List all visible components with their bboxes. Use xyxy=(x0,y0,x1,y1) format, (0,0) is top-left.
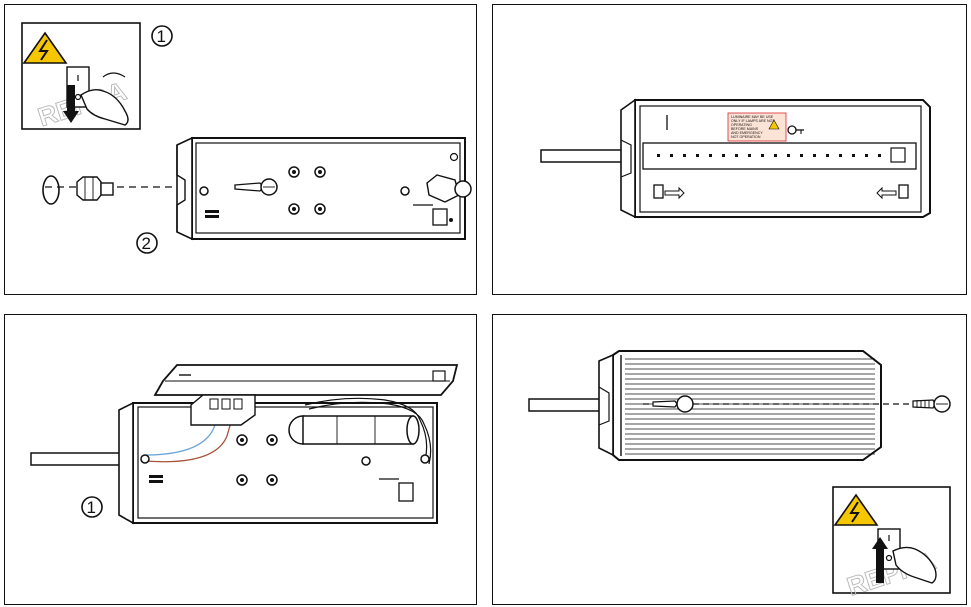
knockout-holes xyxy=(140,434,430,486)
led-dot xyxy=(722,154,725,157)
warning-high-voltage-icon xyxy=(768,119,780,130)
led-dot xyxy=(696,154,699,157)
wall-plug-screw-right xyxy=(413,174,472,226)
step-panel-remove-cover-mount: REPRA 1 2 xyxy=(4,4,477,295)
wiring-diagram: 1 xyxy=(30,364,459,525)
svg-text:OPERATING: OPERATING xyxy=(731,123,752,127)
svg-text:ONLY IF LAMPS ARE NOT: ONLY IF LAMPS ARE NOT xyxy=(731,119,775,123)
clip-release-right xyxy=(876,184,909,200)
warning-high-voltage-icon xyxy=(22,31,68,64)
led-dots xyxy=(657,154,881,157)
battery-pack xyxy=(288,415,420,445)
power-on-warning-box: REPRA xyxy=(832,486,951,602)
step-panel-wiring: 1 xyxy=(4,314,477,605)
led-dot xyxy=(774,154,777,157)
led-dot xyxy=(748,154,751,157)
svg-text:1: 1 xyxy=(87,498,96,517)
wire-blue xyxy=(144,404,224,456)
svg-text:LUMINAIRE MAY BE USE: LUMINAIRE MAY BE USE xyxy=(731,115,774,119)
svg-text:1: 1 xyxy=(157,27,166,46)
diffuser-lid xyxy=(153,364,459,396)
led-dot xyxy=(670,154,673,157)
clip-right xyxy=(379,478,414,502)
supply-cable xyxy=(30,452,127,466)
diffuser-diagram: LUMINAIRE MAY BE USE ONLY IF LAMPS ARE N… xyxy=(540,98,931,219)
led-dot xyxy=(813,154,816,157)
led-dot xyxy=(735,154,738,157)
callout-1: 1 xyxy=(81,496,103,518)
svg-text:NOT OPERATION: NOT OPERATION xyxy=(731,135,761,139)
seal-washer xyxy=(42,175,60,205)
led-strip xyxy=(642,142,917,170)
warning-high-voltage-icon xyxy=(833,493,879,526)
cable-gland xyxy=(76,176,114,201)
screw-hole-icon xyxy=(449,152,459,162)
wire-brown xyxy=(144,407,236,463)
led-dot xyxy=(787,154,790,157)
closing-diagram: REPRA xyxy=(528,350,951,602)
cover-screw-left xyxy=(652,395,694,413)
luminaire-open xyxy=(30,364,459,525)
luminaire-base-housing xyxy=(176,136,472,241)
led-dot xyxy=(852,154,855,157)
supply-cable xyxy=(540,149,634,163)
luminaire-closed: LUMINAIRE MAY BE USE ONLY IF LAMPS ARE N… xyxy=(540,98,931,219)
key-icon xyxy=(787,125,804,135)
step-panel-close-power-on: REPRA xyxy=(492,314,967,605)
led-dot xyxy=(826,154,829,157)
wall-plug-screw xyxy=(234,178,278,196)
warning-label: LUMINAIRE MAY BE USE ONLY IF LAMPS ARE N… xyxy=(727,112,787,142)
mounting-diagram: REPRA 1 2 xyxy=(21,22,472,254)
clip-release-left xyxy=(653,184,685,200)
svg-text:BEFORE MAINS: BEFORE MAINS xyxy=(731,127,759,131)
led-dot xyxy=(683,154,686,157)
led-dot xyxy=(839,154,842,157)
callout-1: 1 xyxy=(151,25,173,47)
led-dot xyxy=(709,154,712,157)
luminaire-closed-ribbed xyxy=(528,350,951,461)
terminal-block xyxy=(190,394,256,426)
led-dot xyxy=(800,154,803,157)
knockout-holes xyxy=(199,166,410,215)
cover-screw-right xyxy=(912,395,951,413)
svg-text:AND EMERGENCY: AND EMERGENCY xyxy=(731,131,763,135)
led-dot xyxy=(865,154,868,157)
power-off-warning-box: REPRA xyxy=(21,22,141,133)
callout-2: 2 xyxy=(136,232,158,254)
led-dot xyxy=(657,154,660,157)
led-dot xyxy=(878,154,881,157)
step-panel-open-diffuser: LUMINAIRE MAY BE USE ONLY IF LAMPS ARE N… xyxy=(492,4,967,295)
svg-text:2: 2 xyxy=(142,234,151,253)
led-dot xyxy=(761,154,764,157)
